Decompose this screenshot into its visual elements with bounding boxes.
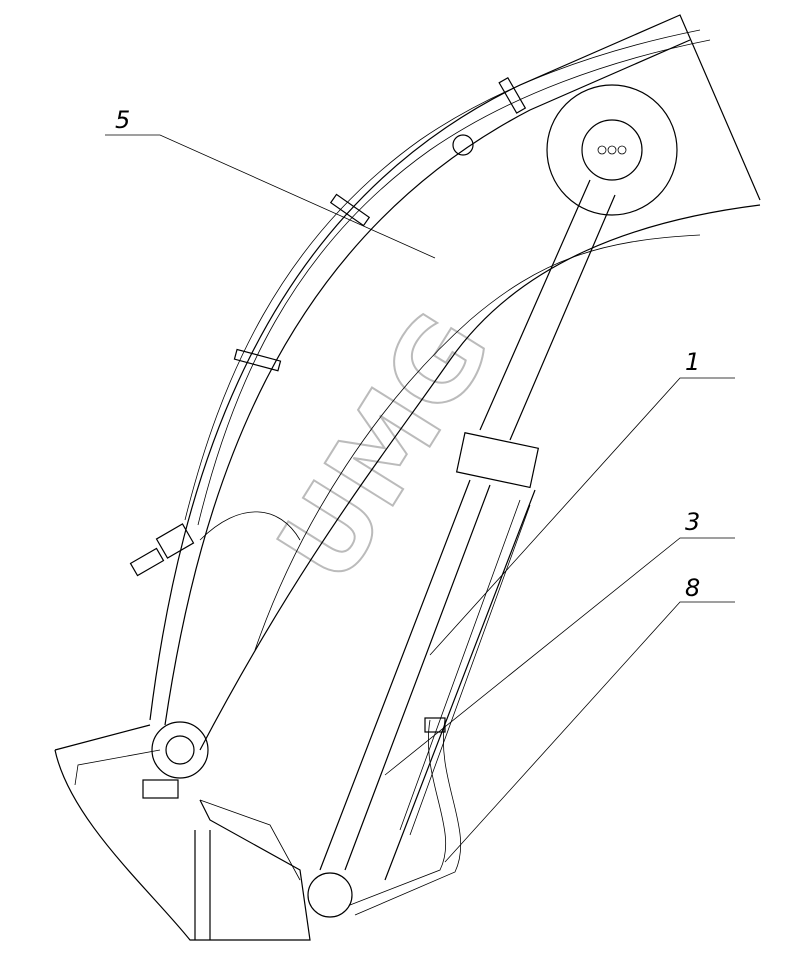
callout-3: 3 [685, 508, 700, 536]
hole [452, 134, 474, 156]
cylinder-pivot [307, 872, 353, 918]
callout-1: 1 [685, 348, 700, 376]
cylinder-body [319, 479, 536, 881]
cylinder-tube [399, 499, 531, 836]
hose-clamp [329, 193, 371, 227]
hose-upper-2 [197, 39, 711, 526]
callout-8: 8 [685, 574, 700, 602]
base-pivot-bearing [165, 735, 195, 765]
hose-upper [184, 29, 701, 521]
hose-clamp [498, 76, 527, 114]
cylinder-rod [479, 179, 616, 441]
callout-3-leader [384, 537, 735, 776]
hose-clamp [233, 348, 282, 372]
callout-8-leader [444, 601, 735, 863]
boom-inner-curve [254, 234, 701, 651]
top-pivot-disc [546, 84, 678, 216]
boom-inner-edge [164, 39, 691, 726]
watermark: UMG [253, 291, 515, 604]
base-clamp [142, 779, 179, 799]
callout-1-leader [429, 377, 735, 656]
hose-fitting [129, 547, 165, 577]
base-pivot [151, 721, 209, 779]
base-bracket [54, 724, 311, 941]
top-pivot-pin [581, 119, 643, 181]
boom-outer-edge [149, 14, 761, 721]
hose-connector [155, 523, 195, 559]
callout-5-leader [105, 134, 436, 259]
hose-clamp [424, 717, 446, 733]
cylinder-head [455, 432, 540, 489]
callout-5: 5 [115, 106, 130, 134]
hose-lower [349, 719, 447, 906]
boom-lower-edge [199, 204, 761, 751]
hose-loop [199, 511, 301, 541]
